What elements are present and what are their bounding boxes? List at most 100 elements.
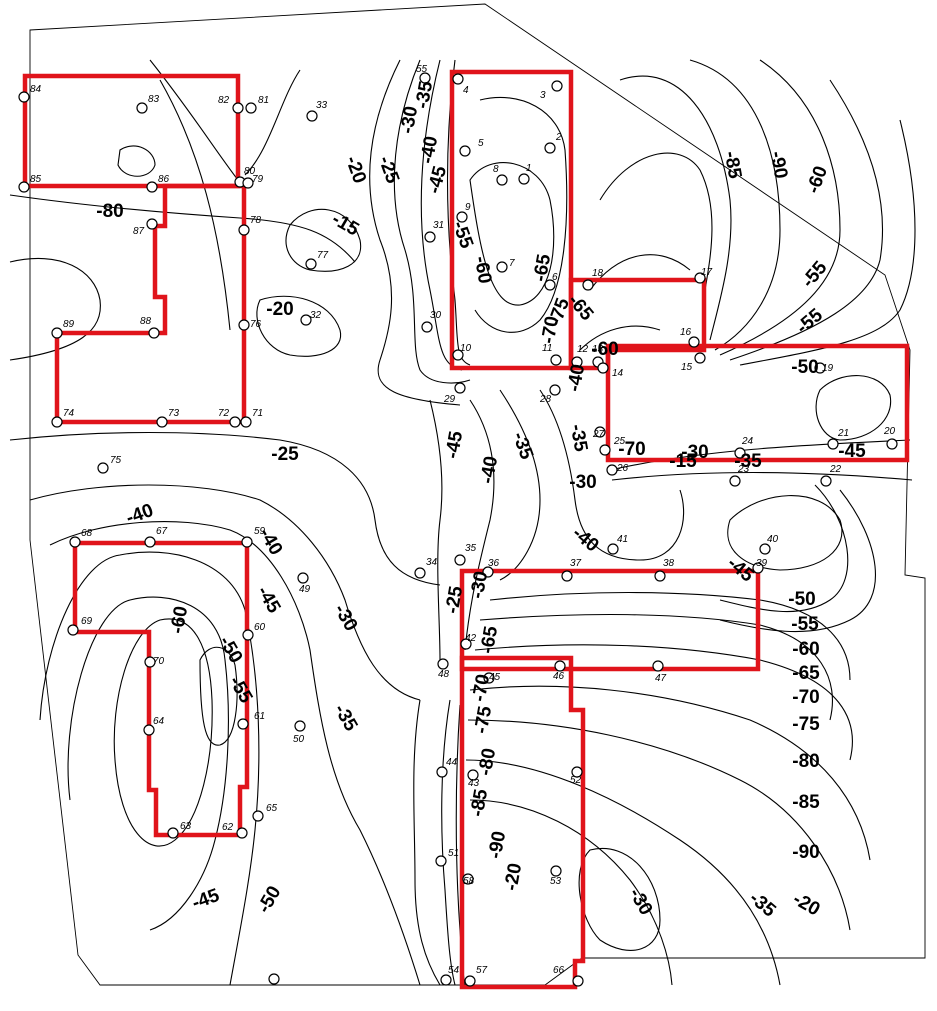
survey-point-label: 20 <box>883 426 896 437</box>
contour-value-label: -35 <box>329 701 361 736</box>
survey-point-marker <box>561 570 573 582</box>
contour-value-label: -45 <box>252 583 284 618</box>
survey-point-label: 72 <box>218 408 230 419</box>
contour-value-label: -15 <box>328 209 363 241</box>
contour-value-label: -20 <box>266 299 293 320</box>
contour-value-label: -85 <box>720 150 746 181</box>
contour-value-label: -50 <box>791 357 818 378</box>
survey-point-marker <box>436 766 448 778</box>
contour-value-label: -90 <box>485 830 510 861</box>
contour-value-label: -40 <box>564 363 589 394</box>
survey-point-label: 7 <box>509 258 515 269</box>
contour-value-label: -45 <box>723 553 758 587</box>
survey-point-label: 5 <box>478 138 484 149</box>
survey-point-label: 60 <box>254 622 266 633</box>
survey-point-marker <box>268 973 280 985</box>
contour-value-label: -30 <box>681 442 708 463</box>
survey-point-label: 31 <box>433 220 444 231</box>
survey-point-label: 39 <box>756 558 768 569</box>
survey-point-marker <box>483 672 495 684</box>
survey-point-marker <box>482 566 494 578</box>
survey-point-marker <box>18 181 30 193</box>
contour-value-label: -50 <box>214 633 246 667</box>
survey-point-label: 28 <box>539 394 552 405</box>
survey-point-marker <box>242 177 254 189</box>
survey-point-label: 23 <box>737 464 750 475</box>
survey-point-label: 48 <box>438 669 450 680</box>
survey-point-label: 58 <box>463 876 475 887</box>
survey-point-label: 29 <box>443 394 456 405</box>
survey-point-label: 89 <box>63 319 75 330</box>
contour-value-label: -55 <box>224 673 256 708</box>
contour-value-label: -15 <box>669 451 697 472</box>
survey-point-label: 67 <box>156 526 168 537</box>
contour-value-label: -65 <box>563 290 597 325</box>
survey-point-label: 4 <box>463 85 469 96</box>
survey-point-label: 51 <box>448 848 459 859</box>
survey-point-label: 33 <box>316 100 328 111</box>
survey-point-label: 11 <box>542 343 552 354</box>
contour-value-label: -90 <box>792 842 819 863</box>
survey-point-marker <box>305 258 317 270</box>
survey-point-marker <box>18 91 30 103</box>
survey-point-marker <box>146 218 158 230</box>
survey-point-label: 40 <box>767 534 779 545</box>
contour-value-label: -45 <box>838 441 866 462</box>
survey-point-marker <box>144 656 156 668</box>
survey-point-label: 61 <box>254 711 265 722</box>
survey-point-marker <box>238 319 250 331</box>
survey-point-marker <box>97 462 109 474</box>
survey-point-marker <box>456 211 468 223</box>
survey-point-label: 66 <box>553 965 565 976</box>
survey-point-marker <box>467 769 479 781</box>
survey-point-label: 79 <box>252 174 264 185</box>
survey-point-marker <box>551 80 563 92</box>
survey-point-label: 87 <box>133 226 145 237</box>
survey-point-marker <box>606 464 618 476</box>
survey-point-marker <box>242 629 254 641</box>
survey-point-marker <box>814 362 826 374</box>
survey-point-label: 50 <box>293 734 305 745</box>
building-g <box>459 568 761 672</box>
survey-point-marker <box>252 810 264 822</box>
survey-point-label: 43 <box>468 778 480 789</box>
contour-value-label: -40 <box>477 455 502 486</box>
survey-point-label: 49 <box>299 584 311 595</box>
contour-value-label: -30 <box>397 105 422 136</box>
survey-point-label: 88 <box>140 316 152 327</box>
survey-point-marker <box>654 570 666 582</box>
contour-value-label: -55 <box>791 614 819 635</box>
survey-point-marker <box>462 873 474 885</box>
contour-value-label: -30 <box>329 601 361 635</box>
contour-value-label: -35 <box>412 79 438 110</box>
survey-point-marker <box>571 356 583 368</box>
survey-point-marker <box>300 314 312 326</box>
survey-point-marker <box>229 416 241 428</box>
survey-point-label: 2 <box>555 132 562 143</box>
survey-point-marker <box>582 279 594 291</box>
survey-point-marker <box>454 382 466 394</box>
survey-point-label: 47 <box>655 673 667 684</box>
contour-value-label: -75 <box>792 714 820 735</box>
survey-point-marker <box>67 624 79 636</box>
survey-point-marker <box>51 327 63 339</box>
survey-point-marker <box>694 272 706 284</box>
survey-point-marker <box>148 327 160 339</box>
survey-point-marker <box>554 660 566 672</box>
survey-point-marker <box>245 102 257 114</box>
contour-value-label: -85 <box>792 792 820 813</box>
survey-point-marker <box>294 720 306 732</box>
building-b <box>54 183 247 425</box>
survey-point-label: 21 <box>837 428 849 439</box>
survey-point-label: 19 <box>822 363 834 374</box>
survey-point-marker <box>156 416 168 428</box>
survey-point-label: 57 <box>476 965 488 976</box>
survey-point-marker <box>69 536 81 548</box>
survey-point-marker <box>597 362 609 374</box>
contour-value-label: -55 <box>798 257 832 292</box>
contour-value-label: -70 <box>618 439 645 460</box>
survey-point-label: 62 <box>222 822 234 833</box>
contour-value-label: -35 <box>566 423 592 454</box>
survey-point-marker <box>424 231 436 243</box>
